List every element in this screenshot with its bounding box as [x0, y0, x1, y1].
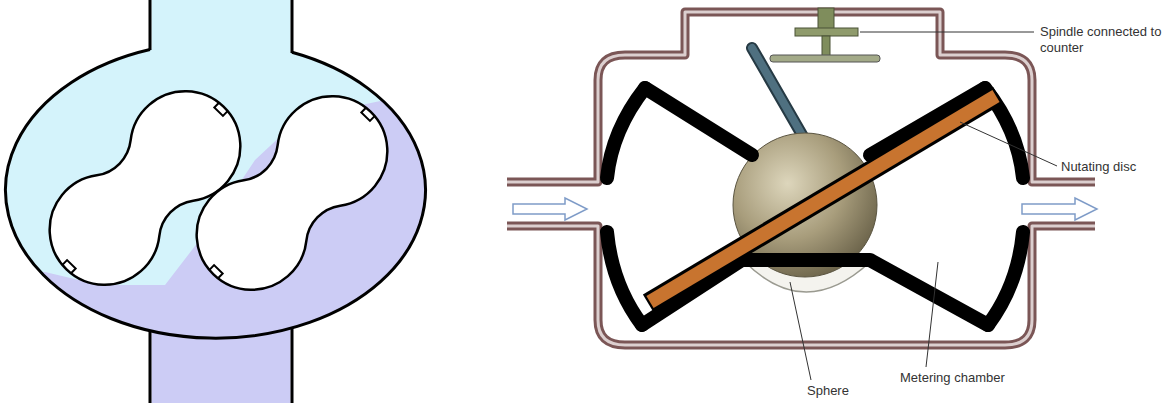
chamber-wall [645, 88, 752, 155]
disc-arm-outline [752, 48, 805, 140]
spindle-stem [822, 36, 830, 56]
spindle [770, 8, 880, 62]
housing-wall [5, 50, 425, 339]
part-label: Metering chamber [900, 370, 1040, 386]
nutating-disc-outline [648, 95, 998, 303]
top-port-fill [152, 0, 291, 62]
part-label: Sphere [807, 383, 887, 399]
chamber-wall [607, 88, 645, 178]
leader-line [926, 262, 938, 367]
bottom-port-fill [152, 318, 291, 403]
spindle-head [818, 8, 834, 30]
part-label: Nutating disc [1061, 159, 1171, 175]
leader-line [790, 282, 811, 380]
inflow-arrow [513, 198, 587, 220]
part-label: Spindle connected to counter [1040, 24, 1170, 56]
rotor-tip [209, 108, 375, 279]
outflow-arrow [1022, 198, 1097, 220]
leader-line [960, 122, 1057, 166]
disc-arm [752, 48, 805, 140]
metering-chamber [607, 88, 1023, 325]
spindle-plate [795, 28, 858, 36]
nutating-disc [650, 96, 996, 302]
lobe-meter [0, 0, 430, 403]
chamber-wall [607, 232, 642, 325]
casing [507, 12, 1095, 345]
rotor [174, 73, 410, 312]
leader-line [860, 32, 1034, 33]
spindle-rod [770, 55, 880, 62]
chamber-wall [988, 232, 1023, 325]
nutating-disc-meter [507, 8, 1097, 380]
rotor-outline [174, 73, 410, 312]
leader-lines [790, 32, 1057, 380]
